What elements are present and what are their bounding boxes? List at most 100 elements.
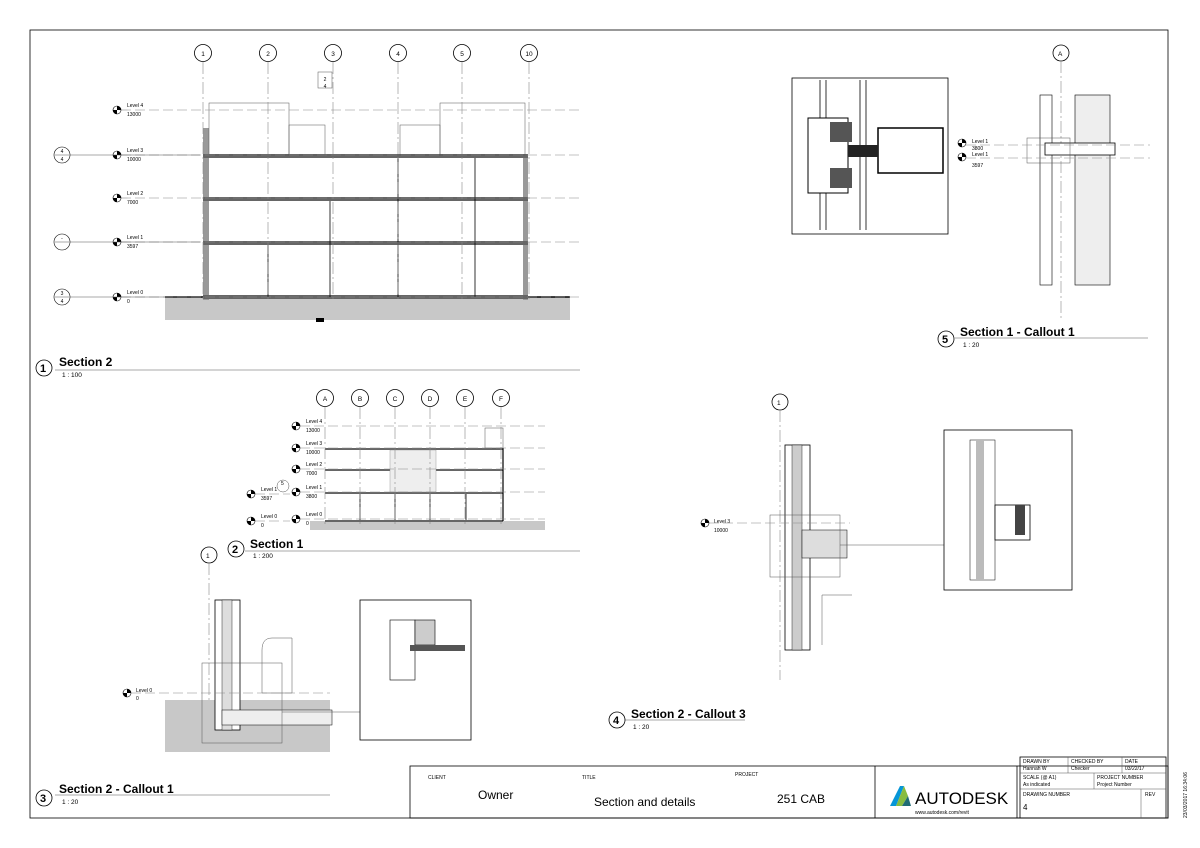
grid-label: C	[393, 396, 398, 403]
level-name: Level 3	[127, 148, 143, 154]
level-name: Level 0	[136, 688, 152, 694]
detail-drawing	[389, 619, 465, 681]
ground-fill	[165, 297, 570, 320]
view-scale: 1 : 100	[62, 372, 82, 379]
drawn-by-label: DRAWN BY	[1023, 759, 1050, 765]
view-scale: 1 : 20	[62, 799, 79, 806]
view-number-bubble	[35, 359, 53, 377]
grid-bubble[interactable]	[194, 44, 212, 62]
ground-fill	[310, 521, 545, 530]
grid-bubble[interactable]	[520, 44, 538, 62]
project-number-label: PROJECT NUMBER	[1097, 775, 1144, 781]
grid-bubble[interactable]	[316, 389, 334, 407]
scale-value: As indicated	[1023, 782, 1050, 788]
building-section	[203, 71, 528, 322]
grid-bubble[interactable]	[492, 389, 510, 407]
view-number: 4	[613, 715, 620, 727]
grid-bubble[interactable]	[324, 44, 342, 62]
wall-detail	[1026, 94, 1116, 286]
level-name: Level 1	[127, 235, 143, 241]
grid-bubble[interactable]	[421, 389, 439, 407]
level-marker: Level 1 3597	[957, 152, 988, 169]
mullion-detail	[807, 80, 944, 230]
drawn-by-value: Hannah W	[1023, 766, 1047, 772]
callout-ref-bubble[interactable]	[276, 479, 290, 493]
view-section-2-callout-3[interactable]: 1 Level 3 10000 4 Section 2 - Callout 3 …	[608, 393, 1073, 731]
level-elevation: 13000	[127, 112, 141, 118]
level-name: Level 1	[261, 487, 277, 493]
project-number-value: Project Number	[1097, 782, 1132, 788]
rev-label: REV	[1145, 792, 1156, 798]
level-marker[interactable]: Level 00	[112, 290, 143, 305]
level-elevation: 3800	[972, 146, 983, 152]
level-name: Level 3	[306, 441, 322, 447]
level-marker[interactable]: Level 3 10000	[291, 441, 322, 456]
grid-label: 1	[777, 400, 781, 407]
view-title: Section 2	[59, 355, 113, 369]
level-marker[interactable]: Level 1 3597	[112, 235, 143, 250]
elevation-ref-sheet: 4	[324, 84, 327, 90]
level-name: Level 4	[306, 419, 322, 425]
logo-url: www.autodesk.com/revit	[915, 810, 970, 816]
level-name: Level 1	[972, 152, 988, 158]
grid-bubble[interactable]	[259, 44, 277, 62]
level-name: Level 3	[714, 519, 730, 525]
level-name: Level 1	[306, 485, 322, 491]
detail-viewport[interactable]	[359, 599, 472, 741]
grid-bubble[interactable]	[351, 389, 369, 407]
grid-bubble[interactable]	[456, 389, 474, 407]
view-number-bubble	[937, 330, 955, 348]
grid-label: E	[463, 396, 468, 403]
view-number: 2	[232, 544, 238, 556]
client-label: CLIENT	[428, 775, 446, 781]
grid-label: D	[428, 396, 433, 403]
level-marker[interactable]: Level 00	[246, 514, 277, 529]
sheet-ref-number: 4	[61, 149, 64, 155]
level-marker[interactable]: Level 1 3597	[246, 487, 277, 502]
grid-bubble[interactable]	[453, 44, 471, 62]
view-section-1-callout-1[interactable]: A Level 1 3800 Level 1 3597 5 Section 1 …	[791, 44, 1150, 349]
wall-detail	[769, 444, 852, 651]
sheet-border	[29, 29, 1169, 819]
grid-label: 4	[396, 51, 400, 58]
view-section-2-callout-1[interactable]: 1 Level 0 0 3 Section 2 - Callout 1 1 : …	[35, 546, 472, 807]
grid-bubble[interactable]	[389, 44, 407, 62]
level-elevation: 10000	[714, 528, 728, 534]
level-marker[interactable]: Level 00	[291, 512, 322, 527]
view-number-bubble	[35, 789, 53, 807]
detail-viewport[interactable]	[791, 77, 949, 235]
level-elevation: 10000	[306, 450, 320, 456]
autodesk-logo-icon	[890, 786, 911, 806]
ground-fill	[165, 700, 330, 752]
client-value: Owner	[478, 788, 513, 802]
level-elevation: 0	[127, 299, 130, 305]
detail-drawing	[969, 439, 1031, 581]
view-title: Section 1 - Callout 1	[960, 325, 1075, 339]
level-marker: Level 3 10000	[700, 518, 730, 534]
grid-label: 10	[525, 51, 533, 58]
level-name: Level 0	[261, 514, 277, 520]
detail-viewport[interactable]	[943, 429, 1073, 591]
grid-bubble[interactable]	[386, 389, 404, 407]
grid-label: 3	[331, 51, 335, 58]
level-elevation: 3597	[261, 496, 272, 502]
level-elevation: 7000	[306, 471, 317, 477]
grid-label: B	[358, 396, 362, 403]
grid-label: 1	[201, 51, 205, 58]
checked-by-value: Checker	[1071, 766, 1090, 772]
grid-label: F	[499, 396, 503, 403]
callout-ref-number: 5	[281, 481, 284, 487]
building-section	[325, 427, 504, 522]
sheet-ref-number: 3	[61, 291, 64, 297]
level-elevation: 3597	[127, 244, 138, 250]
grid-label: 2	[266, 51, 270, 58]
view-number-bubble	[608, 711, 626, 729]
